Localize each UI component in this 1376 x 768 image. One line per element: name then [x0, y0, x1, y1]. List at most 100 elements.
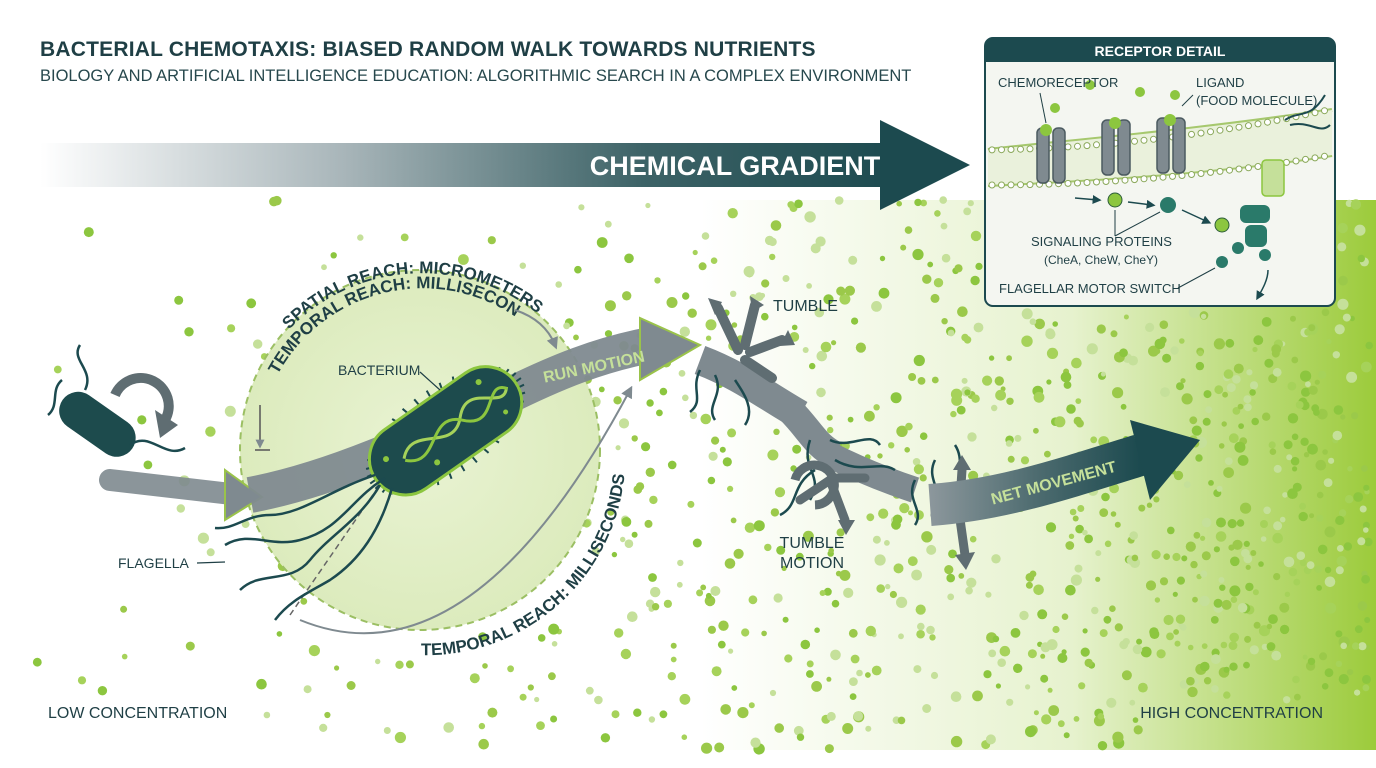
- nutrient-dot: [753, 520, 765, 532]
- nutrient-dot: [53, 365, 62, 374]
- nutrient-dot: [1292, 466, 1298, 472]
- nutrient-dot: [692, 249, 698, 256]
- nutrient-dot: [1317, 544, 1328, 555]
- nutrient-dot: [83, 227, 94, 238]
- nutrient-dot: [1362, 684, 1370, 692]
- nutrient-dot: [911, 569, 922, 581]
- lipid-head: [1074, 179, 1081, 187]
- nutrient-dot: [600, 733, 611, 743]
- nutrient-dot: [930, 293, 940, 303]
- nutrient-dot: [1307, 657, 1316, 666]
- nutrient-dot: [814, 307, 825, 318]
- nutrient-dot: [1199, 595, 1210, 607]
- nutrient-dot: [1175, 614, 1186, 624]
- nutrient-dot: [873, 404, 880, 411]
- nutrient-dot: [707, 476, 716, 485]
- nutrient-dot: [646, 399, 654, 407]
- nutrient-dot: [1091, 606, 1099, 615]
- nutrient-dot: [1052, 625, 1060, 634]
- nutrient-dot: [1210, 616, 1219, 624]
- nutrient-dot: [627, 611, 638, 622]
- nutrient-dot: [1292, 482, 1302, 492]
- nutrient-dot: [648, 573, 657, 582]
- nutrient-dot: [383, 727, 391, 734]
- nutrient-dot: [888, 442, 895, 449]
- nutrient-dot: [1033, 391, 1045, 403]
- nutrient-dot: [1244, 403, 1252, 412]
- nutrient-dot: [717, 640, 726, 649]
- nutrient-dot: [1342, 313, 1351, 322]
- nutrient-dot: [375, 658, 381, 665]
- nutrient-dot: [939, 196, 947, 204]
- nutrient-dot: [185, 641, 195, 651]
- nutrient-dot: [1140, 646, 1152, 658]
- nutrient-dot: [276, 631, 283, 637]
- nutrient-dot: [944, 565, 954, 575]
- nutrient-dot: [1082, 628, 1088, 634]
- nutrient-dot: [988, 355, 995, 361]
- nutrient-dot: [700, 413, 712, 425]
- nutrient-dot: [970, 230, 982, 242]
- nutrient-dot: [1162, 353, 1172, 363]
- nutrient-dot: [950, 735, 963, 748]
- nutrient-dot: [1074, 564, 1083, 573]
- nutrient-dot: [1335, 566, 1344, 575]
- lipid-head: [1254, 163, 1262, 170]
- nutrient-dot: [1229, 632, 1239, 643]
- nutrient-dot: [914, 198, 922, 207]
- nutrient-dot: [1245, 564, 1251, 570]
- nutrient-dot: [1252, 589, 1259, 596]
- nutrient-dot: [478, 738, 490, 750]
- nutrient-dot: [1251, 417, 1259, 426]
- nutrient-dot: [1354, 625, 1363, 634]
- lipid-head: [1197, 129, 1205, 137]
- nutrient-dot: [827, 426, 834, 434]
- nutrient-dot: [649, 495, 658, 505]
- nutrient-dot: [1308, 324, 1316, 332]
- nutrient-dot: [707, 625, 717, 634]
- nutrient-dot: [614, 628, 624, 638]
- nutrient-dot: [1243, 554, 1253, 564]
- nutrient-dot: [1054, 416, 1066, 428]
- nutrient-dot: [1061, 613, 1069, 620]
- lipid-head: [1216, 126, 1224, 134]
- nutrient-dot: [670, 656, 677, 663]
- nutrient-dot: [1308, 385, 1318, 395]
- nutrient-dot: [849, 677, 858, 686]
- nutrient-dot: [645, 202, 651, 209]
- nutrient-dot: [534, 696, 540, 703]
- nutrient-dot: [878, 508, 889, 519]
- nutrient-dot: [1106, 697, 1117, 708]
- nutrient-dot: [1201, 517, 1212, 528]
- nutrient-dot: [631, 531, 638, 538]
- nutrient-dot: [767, 449, 779, 461]
- nutrient-dot: [1243, 661, 1250, 669]
- nutrient-dot: [991, 404, 998, 412]
- nutrient-dot: [806, 670, 814, 678]
- nutrient-dot: [810, 243, 821, 254]
- nutrient-dot: [487, 707, 498, 718]
- nutrient-dot: [654, 277, 661, 284]
- nutrient-dot: [1033, 584, 1044, 596]
- nutrient-dot: [458, 254, 469, 265]
- nutrient-dot: [308, 645, 320, 657]
- nutrient-dot: [920, 199, 927, 207]
- nutrient-dot: [1025, 684, 1031, 690]
- nutrient-dot: [1332, 430, 1343, 441]
- nutrient-dot: [1041, 714, 1052, 725]
- nutrient-dot: [1273, 573, 1281, 581]
- nutrient-dot: [927, 261, 934, 268]
- nutrient-dot: [773, 428, 780, 435]
- nutrient-dot: [991, 554, 1001, 564]
- nutrient-dot: [1306, 561, 1315, 569]
- nutrient-dot: [811, 681, 822, 692]
- nutrient-dot: [970, 275, 980, 286]
- nutrient-dot: [1029, 570, 1037, 578]
- nutrient-dot: [205, 426, 216, 437]
- nutrient-dot: [718, 620, 729, 631]
- nutrient-dot: [1109, 605, 1116, 612]
- nutrient-dot: [334, 665, 340, 671]
- low-concentration-label: LOW CONCENTRATION: [48, 705, 227, 722]
- nutrient-dot: [973, 322, 984, 333]
- nutrient-dot: [1153, 496, 1160, 503]
